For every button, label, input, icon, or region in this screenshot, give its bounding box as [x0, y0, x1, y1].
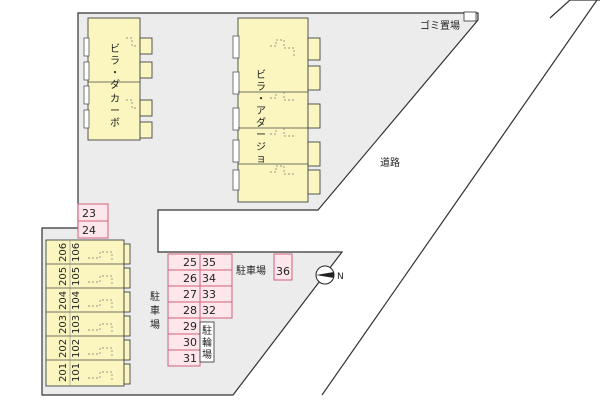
villa-adagio-char: ・	[256, 94, 266, 105]
building-lower-left	[45, 239, 131, 387]
unit-number: 203	[58, 315, 69, 334]
unit-number: 106	[71, 243, 82, 262]
parking-space	[77, 220, 109, 239]
road-edge-right	[321, 0, 598, 396]
villa-adagio-char: ビ	[256, 69, 266, 81]
villa-dacabo-char: ビ	[110, 43, 120, 55]
unit-number: 202	[58, 339, 69, 358]
parking-col-a: 25 26 27 28 29 30 31	[167, 253, 201, 367]
parking-number: 27	[183, 288, 197, 301]
garbage-box	[463, 11, 477, 22]
parking-number: 25	[183, 256, 197, 269]
parking-right-label: 駐車場	[236, 264, 266, 277]
villa-dacabo-char: ラ	[110, 55, 120, 67]
parking-left-char: 駐	[150, 290, 160, 303]
bicycle-label-char: 場	[202, 348, 212, 361]
parking-number: 28	[183, 304, 197, 317]
parking-number: 35	[202, 256, 216, 269]
parking-number: 32	[202, 304, 216, 317]
road-edge-top	[549, 0, 571, 19]
unit-number: 105	[71, 267, 82, 286]
compass-icon: N	[315, 265, 344, 285]
parking-top: 23 24	[77, 203, 109, 239]
unit-number: 103	[71, 315, 82, 334]
parking-space-36	[273, 253, 293, 281]
unit-number: 101	[71, 363, 82, 382]
villa-adagio-char: ー	[256, 130, 266, 141]
parking-number: 34	[202, 272, 216, 285]
villa-dacabo-char: ー	[110, 106, 120, 117]
parking-left-char: 車	[150, 304, 160, 317]
bicycle-label-char: 駐	[202, 324, 212, 337]
compass-letter: N	[337, 272, 344, 282]
parking-col-b: 35 34 33 32	[199, 253, 233, 319]
unit-number: 204	[58, 291, 69, 310]
unit-number: 201	[58, 363, 69, 382]
unit-number: 104	[71, 291, 82, 310]
villa-dacabo-char: ・	[110, 68, 120, 79]
unit-number: 205	[58, 267, 69, 286]
villa-adagio-char: ラ	[256, 81, 266, 93]
parking-number: 23	[82, 207, 96, 220]
parking-number: 31	[183, 352, 197, 365]
parking-number: 29	[183, 320, 197, 333]
unit-number: 102	[71, 339, 82, 358]
parking-number: 30	[183, 336, 197, 349]
parking-number: 26	[183, 272, 197, 285]
villa-dacabo-char: ダ	[110, 78, 120, 91]
villa-adagio-char: ダ	[256, 116, 266, 129]
villa-dacabo-char: カ	[110, 93, 120, 105]
unit-number: 206	[58, 243, 69, 262]
parking-left-char: 場	[150, 318, 160, 331]
parking-number: 33	[202, 288, 216, 301]
bicycle-parking	[199, 321, 215, 363]
garbage-label: ゴミ置場	[420, 19, 460, 32]
building-villa-adagio	[232, 17, 321, 203]
building-villa-dacabo	[83, 17, 153, 141]
villa-adagio-char: ア	[256, 106, 266, 117]
villa-adagio-char: ョ	[256, 154, 266, 165]
road-label: 道路	[380, 156, 400, 169]
unit-numbers: 206 205 204 203 202 201 106 105 104 103 …	[58, 243, 82, 382]
parking-number: 24	[82, 224, 96, 237]
villa-adagio-char: ジ	[256, 142, 266, 153]
parking-number: 36	[276, 265, 290, 278]
villa-dacabo-char: ボ	[110, 117, 120, 129]
bicycle-label-char: 輪	[202, 336, 212, 349]
